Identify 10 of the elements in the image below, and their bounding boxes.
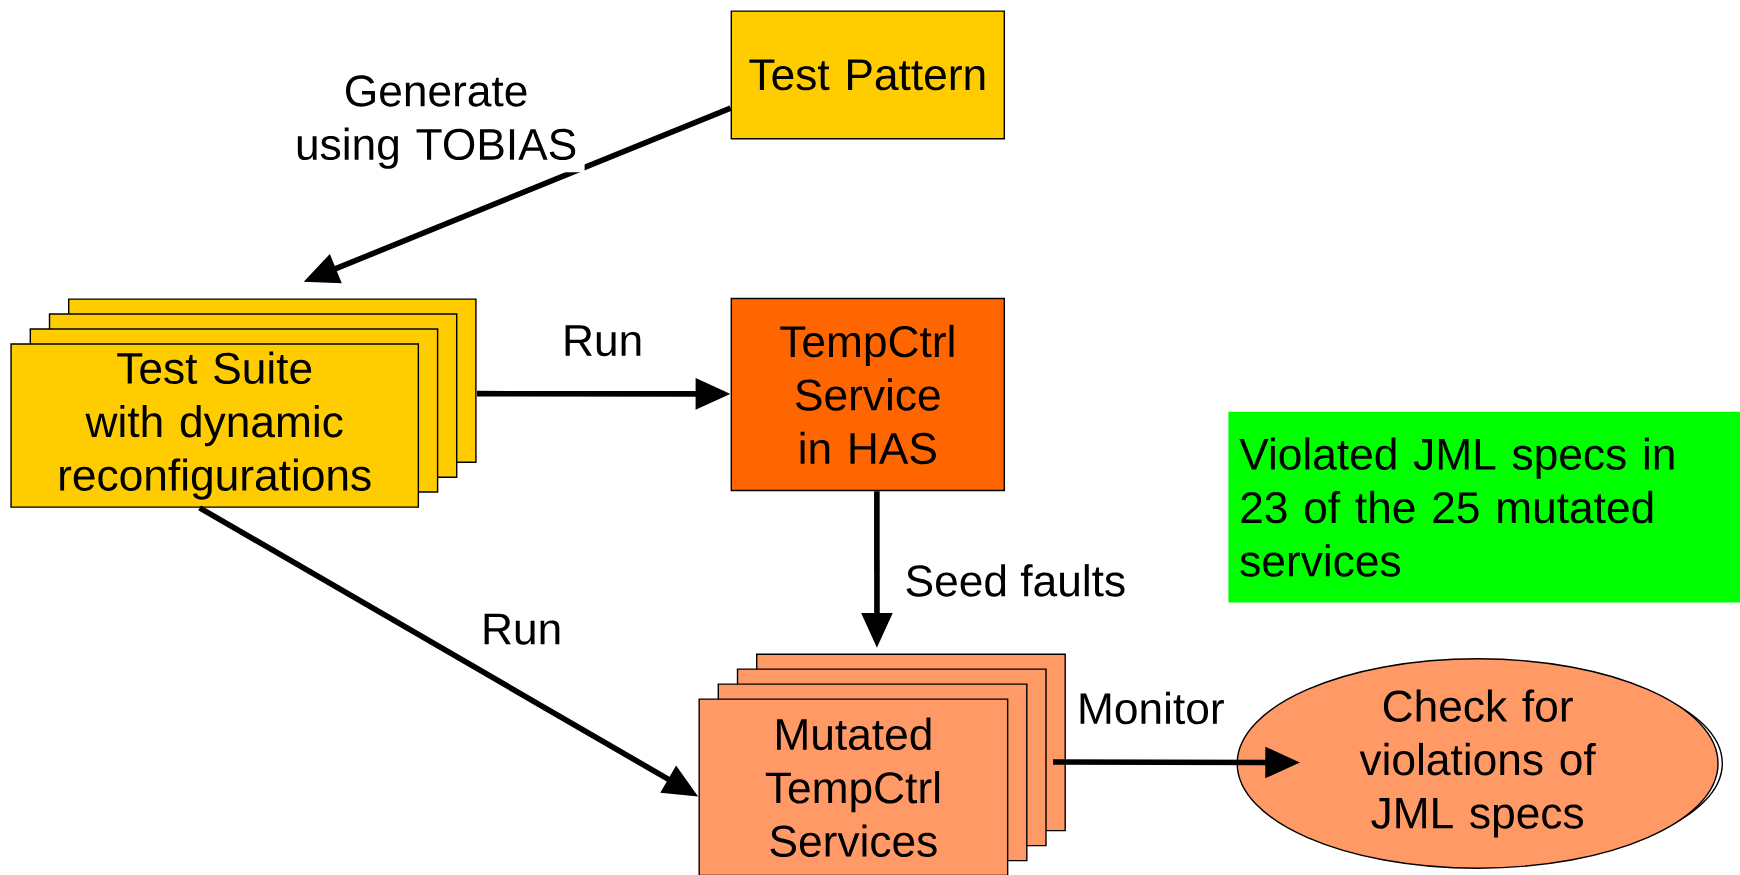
edge-label: Generate using TOBIAS [287, 71, 585, 173]
stacked-box: Mutated TempCtrl Services [698, 653, 1066, 875]
edge-label: Monitor [1073, 688, 1229, 728]
stacked-box: Test Suite with dynamic reconfigurations [10, 298, 477, 508]
edge-label: Seed faults [901, 560, 1130, 601]
note-box: Violated JML specs in 23 of the 25 mutated services [1228, 411, 1740, 603]
process-box: Test Pattern [730, 10, 1005, 140]
process-box: TempCtrl Service in HAS [730, 297, 1005, 492]
edge-label: Run [558, 321, 647, 360]
edge-label: Run [477, 610, 566, 649]
